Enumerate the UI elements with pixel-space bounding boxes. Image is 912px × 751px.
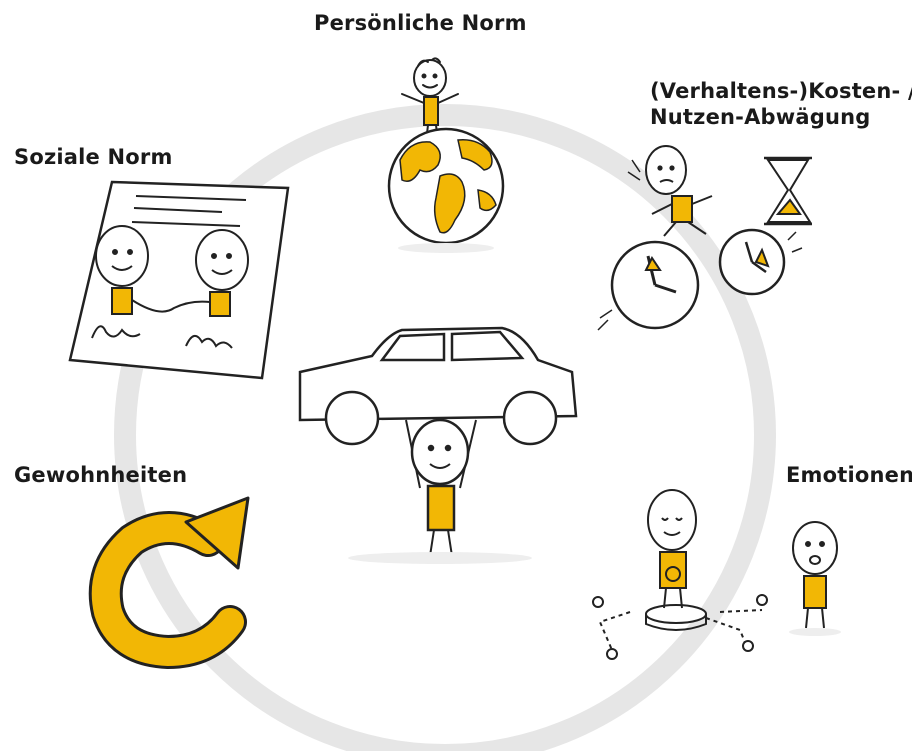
label-emotionen: Emotionen [786,463,912,487]
label-persoenliche-norm: Persönliche Norm [314,11,527,35]
label-soziale-norm: Soziale Norm [14,145,173,169]
label-kosten-nutzen-line2: Nutzen-Abwägung [650,105,871,130]
handshake-icon [95,225,249,317]
globe-icon [387,127,505,253]
label-gewohnheiten: Gewohnheiten [14,463,188,487]
stick-figure-icon [647,489,697,609]
cost-benefit-icon [597,145,812,331]
clock-icon [597,240,700,331]
clock-icon [718,228,803,296]
globe-figure-icon [387,57,505,253]
car-icon [298,326,578,446]
stick-figure-icon [627,145,713,237]
medal-icon [665,566,681,582]
stick-figure-icon [405,418,477,557]
car-lift-icon [298,326,578,564]
contract-icon [68,180,290,380]
emotions-icon [592,489,841,660]
cycle-arrow-icon [88,496,250,670]
stick-figure-icon [789,521,841,636]
podium-icon [592,594,768,660]
stick-figure-icon [401,57,459,143]
hourglass-icon [764,156,812,226]
label-kosten-nutzen: (Verhaltens-)Kosten- / Nutzen-Abwägung [650,78,912,131]
label-kosten-nutzen-line1: (Verhaltens-)Kosten- / [650,79,912,103]
cycle-ring [114,104,776,751]
